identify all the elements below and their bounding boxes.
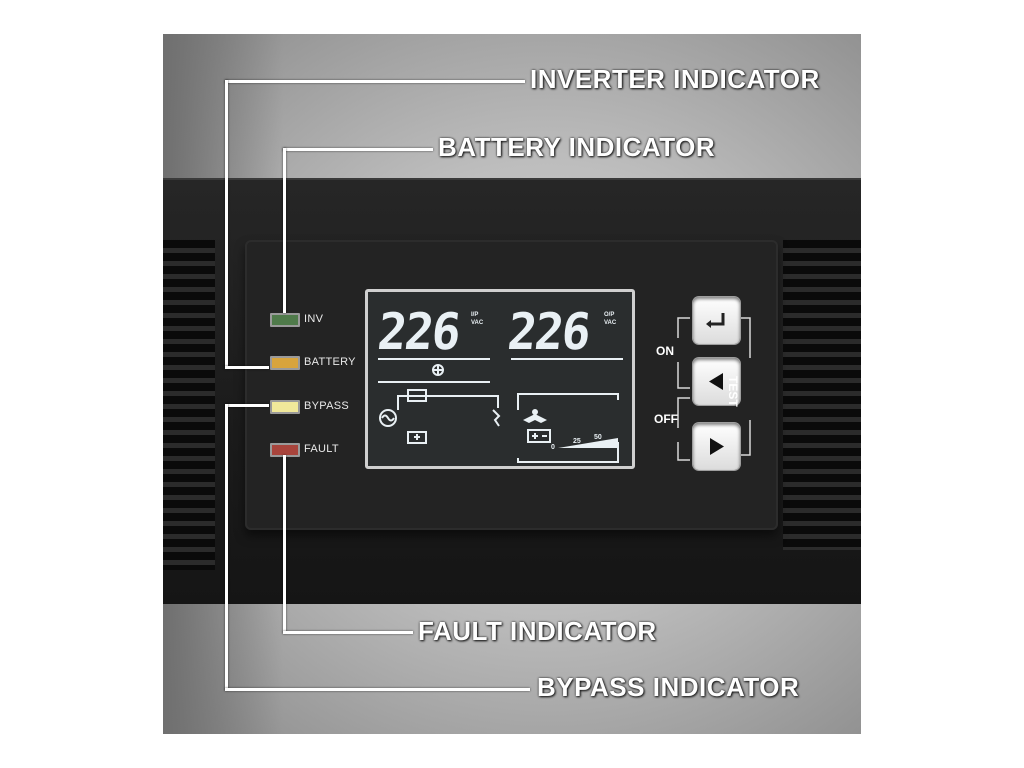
right-vent bbox=[783, 240, 861, 550]
inverter-callout-stub bbox=[225, 366, 269, 369]
battery-led bbox=[270, 356, 300, 370]
bypass-callout-stub bbox=[225, 404, 269, 407]
load-scale-low: 0 bbox=[551, 444, 555, 451]
battery-callout-vline bbox=[283, 148, 286, 313]
right-arrow-icon bbox=[710, 438, 724, 455]
fault-led-label: FAULT bbox=[304, 443, 339, 455]
left-button[interactable] bbox=[693, 358, 740, 405]
output-underline bbox=[511, 358, 623, 360]
test-label: TEST bbox=[726, 376, 740, 407]
load-icon bbox=[532, 409, 538, 415]
enter-icon bbox=[706, 313, 725, 328]
enter-button[interactable] bbox=[693, 297, 740, 344]
on-label: ON bbox=[656, 344, 674, 358]
battery-load-icon bbox=[527, 429, 551, 443]
right-button[interactable] bbox=[693, 423, 740, 470]
input-underline bbox=[378, 358, 490, 360]
bypass-led-label: BYPASS bbox=[304, 400, 350, 412]
load-bar-icon bbox=[558, 438, 618, 448]
inverter-callout-vline bbox=[225, 80, 228, 368]
load-scale-mid: 25 bbox=[573, 438, 581, 445]
inv-led bbox=[270, 313, 300, 327]
lcd-display: 226 I/P VAC 226 O/P VAC 0 bbox=[365, 289, 635, 469]
bulb-icon bbox=[492, 409, 501, 427]
battery-top-icon bbox=[407, 389, 427, 402]
battery-indicator-label: BATTERY INDICATOR bbox=[438, 132, 716, 162]
bypass-indicator-label: BYPASS INDICATOR bbox=[537, 672, 800, 702]
lcd-flow-diagram bbox=[378, 364, 619, 463]
output-unit-bottom: VAC bbox=[604, 320, 617, 326]
fan-icon bbox=[432, 364, 444, 376]
battery-icon bbox=[407, 431, 427, 444]
input-unit-bottom: VAC bbox=[471, 320, 484, 326]
inverter-indicator-label: INVERTER INDICATOR bbox=[530, 64, 820, 94]
output-unit-top: O/P bbox=[604, 312, 615, 318]
battery-callout-hline bbox=[283, 148, 433, 151]
fault-indicator-label: FAULT INDICATOR bbox=[418, 616, 657, 646]
load-scale-high: 50 bbox=[594, 434, 602, 441]
battery-led-label: BATTERY bbox=[304, 356, 356, 368]
inv-led-label: INV bbox=[304, 313, 324, 325]
ac-input-icon bbox=[379, 409, 397, 427]
inverter-callout-hline bbox=[225, 80, 525, 83]
input-unit-top: I/P bbox=[471, 312, 479, 318]
off-label: OFF bbox=[654, 412, 678, 426]
left-vent bbox=[163, 240, 215, 570]
bypass-led bbox=[270, 400, 300, 414]
left-arrow-icon bbox=[709, 373, 723, 390]
button-brackets bbox=[677, 317, 751, 461]
fault-callout-vline bbox=[283, 455, 286, 633]
fault-callout-hline bbox=[283, 631, 413, 634]
bypass-callout-vline bbox=[225, 404, 228, 690]
bypass-callout-hline bbox=[225, 688, 530, 691]
